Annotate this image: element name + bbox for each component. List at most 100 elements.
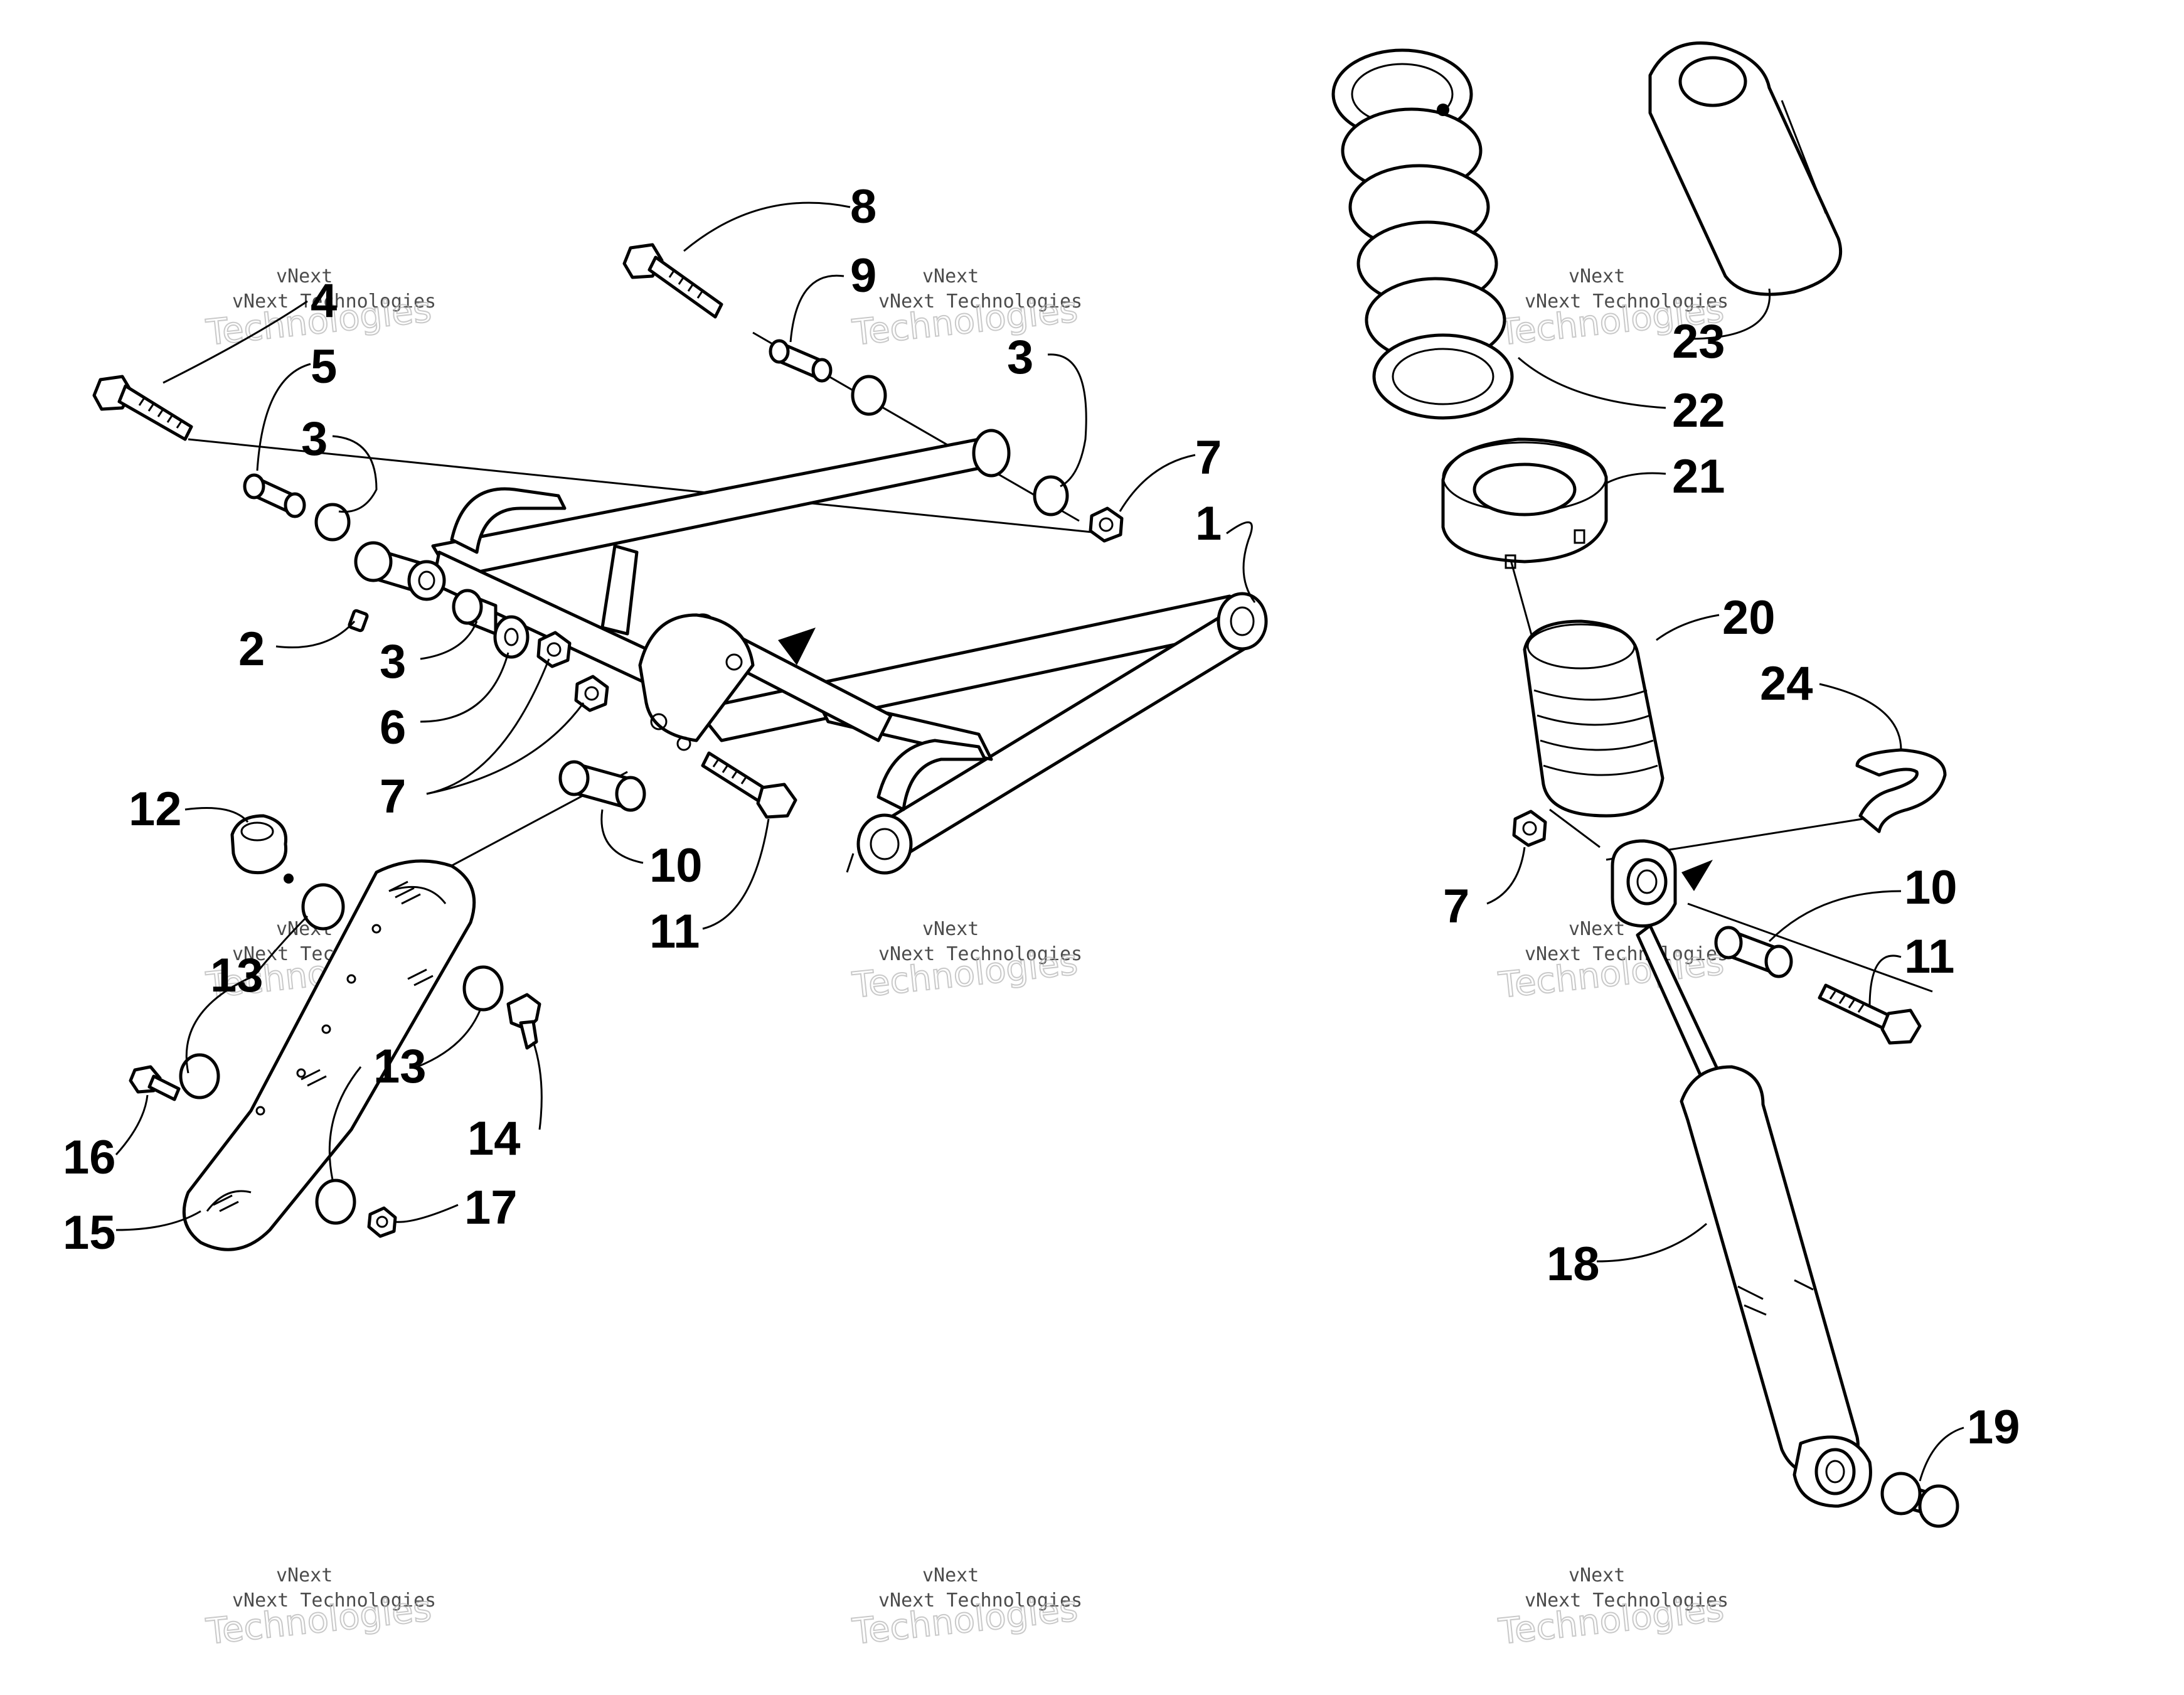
svg-text:vNext: vNext (276, 265, 333, 287)
leader (420, 621, 478, 660)
bolt-4 (92, 375, 193, 441)
svg-text:vNext Technologies: vNext Technologies (878, 291, 1082, 313)
callout-11: 11 (1904, 930, 1954, 983)
callout-4: 4 (311, 274, 337, 328)
washer-6 (493, 615, 530, 659)
callout-2: 2 (238, 623, 265, 676)
bolt-11 (701, 751, 797, 819)
callout-10: 10 (649, 839, 703, 892)
bushing-19 (1880, 1472, 1959, 1528)
callout-13: 13 (373, 1040, 427, 1093)
svg-text:vNext: vNext (276, 1564, 333, 1586)
svg-text:vNext: vNext (922, 1564, 979, 1586)
spring-cover (1648, 41, 1843, 296)
leader (1868, 954, 1902, 1008)
leader (395, 1204, 459, 1223)
pointer-arrow (1681, 860, 1713, 891)
spacer-5 (243, 473, 306, 518)
callout-8: 8 (850, 180, 876, 233)
callouts: 1 2 3 3 3 4 5 6 7 7 7 8 9 10 10 11 11 12… (63, 180, 2020, 1454)
bushing-3d (1033, 475, 1069, 516)
svg-text:vNext Technologies: vNext Technologies (1525, 1590, 1729, 1612)
grease-fitting (348, 609, 369, 633)
leader (185, 975, 255, 1074)
svg-text:vNext Technologies: vNext Technologies (232, 291, 436, 313)
leader (1656, 614, 1720, 641)
callout-14: 14 (467, 1112, 521, 1165)
leader (417, 1010, 481, 1068)
retaining-clip (1855, 748, 1947, 833)
nut-7c (1089, 506, 1124, 543)
leader (702, 818, 770, 930)
leader (256, 363, 311, 471)
nut-17 (367, 1206, 397, 1238)
callout-20: 20 (1722, 591, 1776, 644)
leader (1486, 847, 1526, 905)
washer-13c (179, 1053, 220, 1099)
leader (162, 300, 308, 384)
leader (1687, 288, 1771, 340)
callout-6: 6 (380, 701, 406, 754)
axis-line (1687, 902, 1933, 993)
shock-absorber (1611, 839, 1872, 1508)
shock-assembly (1331, 41, 1959, 1528)
bolt-16 (129, 1065, 181, 1101)
callout-3: 3 (1007, 331, 1033, 384)
svg-text:vNext: vNext (1569, 918, 1625, 940)
leader (1119, 454, 1196, 512)
svg-text:vNext Technologies: vNext Technologies (878, 943, 1082, 965)
svg-text:vNext Technologies: vNext Technologies (1525, 943, 1729, 965)
limiter-strap (182, 859, 476, 1251)
leader (328, 1066, 362, 1180)
callout-11: 11 (649, 905, 700, 958)
leader (1047, 353, 1087, 488)
nut-7-shock (1512, 810, 1547, 847)
axis-line (188, 438, 1105, 535)
callout-17: 17 (464, 1181, 518, 1234)
leader (1226, 521, 1256, 603)
callout-23: 23 (1672, 315, 1725, 368)
svg-text:vNext: vNext (1569, 265, 1625, 287)
leader (115, 1094, 149, 1156)
svg-text:vNext Technologies: vNext Technologies (878, 1590, 1082, 1612)
callout-1: 1 (1195, 497, 1222, 550)
leader (1596, 1222, 1707, 1263)
leader (1768, 890, 1902, 943)
leader (275, 620, 356, 649)
leader (1919, 1426, 1964, 1482)
callout-19: 19 (1967, 1401, 2020, 1454)
svg-text:vNext Technologies: vNext Technologies (1525, 291, 1729, 313)
leader (1606, 472, 1666, 484)
bump-stop (1523, 619, 1665, 818)
pivot-tube (354, 541, 446, 601)
a-arm-frame (431, 429, 1268, 875)
svg-text:vNext: vNext (922, 265, 979, 287)
strap-assembly (129, 814, 541, 1251)
watermark: vNext vNext Technologies Technologies (1496, 918, 1729, 1007)
leader (184, 807, 249, 823)
leader (332, 435, 378, 513)
sleeve-10-shock (1714, 926, 1793, 978)
callout-9: 9 (850, 249, 876, 302)
callout-13: 13 (210, 949, 264, 1002)
bushing-3c (851, 375, 887, 416)
washer-13d (315, 1179, 356, 1225)
sleeve-10 (558, 760, 646, 812)
svg-text:vNext: vNext (1569, 1564, 1625, 1586)
adjuster-knob (230, 814, 294, 884)
bolt-8 (622, 243, 723, 319)
svg-text:vNext: vNext (922, 918, 979, 940)
watermark: vNext vNext Technologies Technologies (850, 918, 1082, 1007)
leader (600, 809, 644, 864)
callout-7: 7 (1195, 431, 1222, 484)
callout-3: 3 (301, 412, 328, 466)
pointer-arrow (778, 628, 816, 665)
callout-16: 16 (63, 1131, 116, 1184)
nut-7b (574, 675, 609, 712)
callout-18: 18 (1547, 1238, 1600, 1291)
nut-7a (536, 631, 572, 668)
washer-13a (301, 883, 345, 931)
leader (420, 652, 509, 723)
callout-12: 12 (129, 783, 182, 836)
